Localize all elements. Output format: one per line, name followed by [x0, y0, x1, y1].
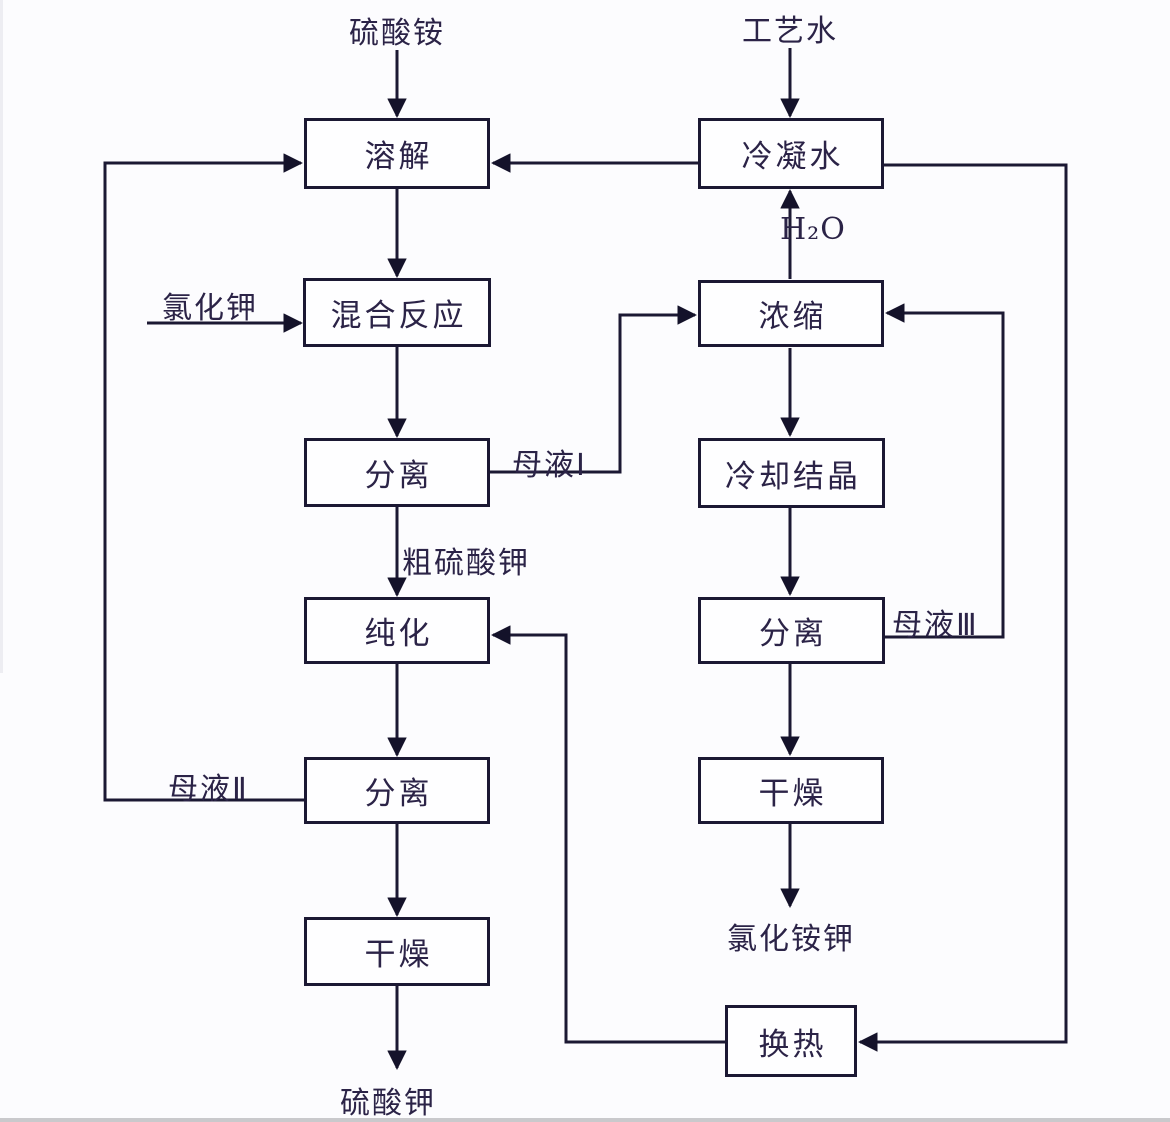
label-crude-potassium-sulfate: 粗硫酸钾: [402, 546, 530, 581]
node-separation-2: 分离: [304, 757, 490, 824]
edge-mother-liquor-3-to-concentration: [884, 303, 1005, 639]
node-drying-1: 干燥: [304, 917, 490, 986]
label-potassium-sulfate-output: 硫酸钾: [340, 1086, 436, 1121]
label-mother-liquor-2: 母液Ⅱ: [168, 772, 249, 807]
label-mother-liquor-3: 母液Ⅲ: [892, 608, 979, 643]
node-concentration: 浓缩: [698, 280, 884, 347]
node-separation-1: 分离: [304, 438, 490, 507]
bottom-edge-bar: [0, 1118, 1170, 1122]
left-edge-shade: [0, 0, 3, 674]
node-mix-reaction: 混合反应: [303, 278, 491, 347]
node-purification: 纯化: [304, 597, 490, 664]
edge-condensate-to-heat-exchange: [858, 163, 1068, 1052]
edge-mother-liquor-2-loop: [103, 153, 305, 802]
label-process-water-input: 工艺水: [742, 14, 838, 49]
label-mother-liquor-1: 母液Ⅰ: [512, 448, 587, 483]
edge-mother-liquor-1-to-concentration: [490, 305, 697, 474]
node-separation-3: 分离: [698, 597, 885, 664]
label-potassium-chloride-input: 氯化钾: [162, 291, 258, 326]
node-dissolve: 溶解: [304, 118, 490, 189]
node-condensate-water: 冷凝水: [698, 118, 884, 189]
label-h2o: H₂O: [780, 212, 846, 247]
label-ammonium-sulfate-input: 硫酸铵: [349, 16, 445, 51]
node-drying-2: 干燥: [698, 757, 884, 824]
node-cooling-crystallization: 冷却结晶: [698, 438, 885, 508]
node-heat-exchange: 换热: [725, 1005, 857, 1077]
edge-heat-exchange-to-purification: [491, 625, 725, 1044]
label-ammonium-potassium-chloride-output: 氯化铵钾: [727, 922, 855, 957]
